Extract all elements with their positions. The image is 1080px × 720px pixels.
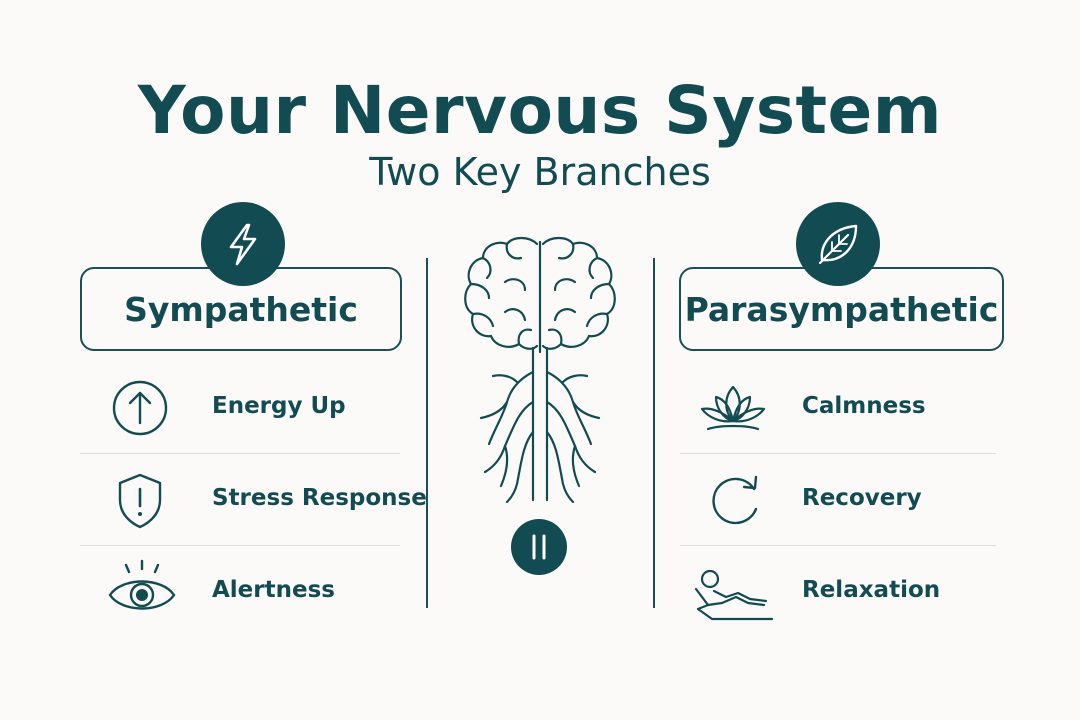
arrow-up-circle-icon — [110, 375, 176, 441]
calmness-label: Calmness — [802, 393, 926, 419]
list-item-energy-up: Energy Up — [90, 363, 400, 455]
energy-up-label: Energy Up — [212, 393, 346, 419]
sympathetic-label: Sympathetic — [124, 289, 358, 329]
list-item-relaxation: Relaxation — [680, 547, 996, 639]
reclining-person-icon — [692, 565, 776, 631]
list-item-recovery: Recovery — [680, 455, 996, 547]
list-item-alertness: Alertness — [90, 547, 400, 639]
page-subtitle: Two Key Branches — [369, 150, 711, 194]
list-item-stress-response: Stress Response — [90, 455, 427, 547]
item-divider — [680, 453, 996, 454]
alertness-label: Alertness — [212, 577, 335, 603]
parasympathetic-label: Parasympathetic — [684, 289, 999, 329]
item-divider — [680, 545, 996, 546]
page-title: Your Nervous System — [137, 72, 943, 149]
stress-response-label: Stress Response — [212, 485, 427, 511]
pause-icon — [511, 519, 567, 575]
left-divider-line — [426, 258, 428, 608]
item-divider — [80, 545, 400, 546]
refresh-arrow-icon — [704, 467, 770, 533]
recovery-label: Recovery — [802, 485, 922, 511]
brain-spinal-cord-icon — [455, 232, 625, 507]
relaxation-label: Relaxation — [802, 577, 941, 603]
shield-exclamation-icon — [110, 467, 176, 533]
lightning-bolt-icon — [201, 202, 285, 286]
item-divider — [80, 453, 400, 454]
eye-icon — [104, 557, 180, 623]
lotus-icon — [694, 377, 772, 443]
list-item-calmness: Calmness — [680, 363, 996, 455]
leaf-icon — [796, 202, 880, 286]
right-divider-line — [653, 258, 655, 608]
